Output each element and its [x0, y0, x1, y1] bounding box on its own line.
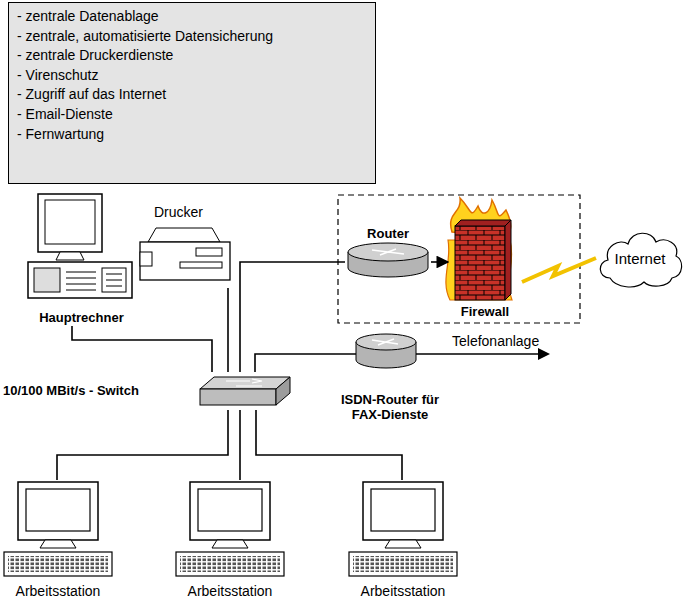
- node-text: - Zugriff auf das Internet: [17, 85, 166, 105]
- node-text: Internet: [615, 250, 666, 268]
- network-cable: [240, 262, 345, 372]
- router-node: Router: [345, 226, 431, 282]
- cloud-node: Internet: [596, 226, 684, 292]
- node-text: ISDN-Router für FAX-Dienste: [335, 392, 445, 423]
- node-text: - zentrale Druckerdienste: [17, 46, 173, 66]
- firewall-icon: [446, 198, 512, 300]
- network-cable: [57, 410, 228, 480]
- workstation-icon: [4, 482, 112, 576]
- node-text: Firewall: [461, 304, 509, 320]
- lightning-link: [522, 258, 596, 282]
- workstation-icon: [176, 482, 284, 576]
- workstation-node: Arbeitsstation: [345, 480, 461, 600]
- router-icon: [348, 243, 428, 277]
- node-text: Drucker: [154, 204, 203, 221]
- node-text: Arbeitsstation: [16, 583, 101, 600]
- switch-node: 10/100 MBit/s - Switch: [0, 372, 292, 410]
- workstation-node: Arbeitsstation: [172, 480, 288, 600]
- network-cable: [255, 354, 335, 372]
- firewall-node: Firewall: [448, 198, 522, 320]
- dashed-frame: [338, 195, 580, 323]
- server-icon: [28, 194, 132, 298]
- network-cable: [239, 410, 241, 480]
- printer-node: Drucker: [138, 204, 236, 288]
- node-text: 10/100 MBit/s - Switch: [3, 383, 139, 399]
- node-text: - Email-Dienste: [17, 105, 113, 125]
- node-text: - zentrale, automatisierte Datensicherun…: [17, 27, 273, 47]
- node-text: Router: [367, 226, 409, 242]
- printer-icon: [140, 228, 230, 280]
- network-cable: [72, 326, 212, 372]
- network-cable: [431, 261, 448, 263]
- isdn-router-icon: [335, 334, 550, 368]
- cloud-shape: [600, 233, 681, 287]
- node-text: - Virenschutz: [17, 66, 98, 86]
- workstation-icon: [349, 482, 457, 576]
- node-text: Hauptrechner: [39, 310, 124, 326]
- switch-icon: [200, 377, 290, 405]
- server-node: Hauptrechner: [25, 192, 138, 326]
- workstation-node: Arbeitsstation: [0, 480, 116, 600]
- feature-list: - zentrale Datenablage- zentrale, automa…: [8, 2, 376, 184]
- node-text: Arbeitsstation: [188, 583, 273, 600]
- line-label: Telefonanlage: [452, 333, 539, 349]
- node-text: - Fernwartung: [17, 125, 104, 145]
- isdn-router-node: ISDN-Router für FAX-Dienste: [335, 333, 445, 423]
- node-text: Arbeitsstation: [361, 583, 446, 600]
- node-text: - zentrale Datenablage: [17, 7, 159, 27]
- network-cable: [227, 288, 229, 372]
